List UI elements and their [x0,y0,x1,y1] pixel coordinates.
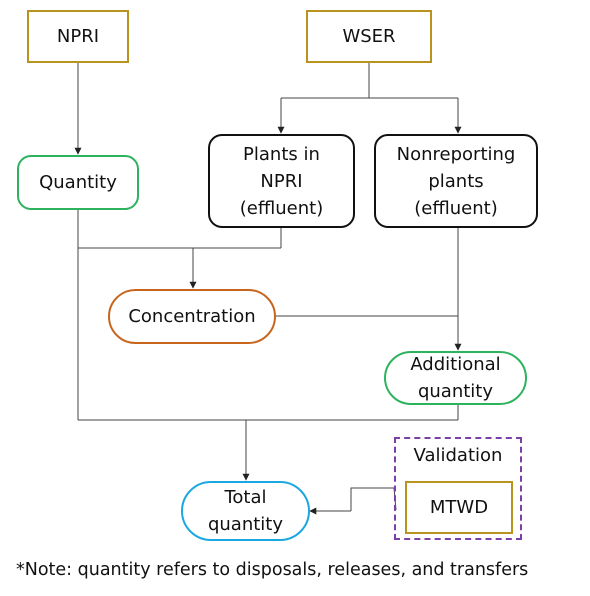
additional-line-2: quantity [417,381,494,402]
nonreporting-line-2: plants [428,170,484,192]
plants-in-npri-line-1: Plants in [243,143,320,165]
mtwd-node: MTWD [405,481,513,534]
nonreporting-line-3: (effluent) [414,197,498,219]
additional-quantity-node: Additional quantity [384,351,527,405]
nonreporting-line-1: Nonreporting [396,143,516,165]
total-line-2: quantity [207,514,284,535]
total-line-1: Total [224,487,267,508]
plants-in-npri-node: Plants in NPRI (effluent) [208,134,355,228]
npri-label: NPRI [56,26,100,47]
concentration-node: Concentration [108,289,276,344]
quantity-node: Quantity [17,155,139,210]
wser-label: WSER [342,26,396,47]
quantity-label: Quantity [39,172,117,193]
plants-in-npri-line-3: (effluent) [239,197,324,219]
validation-title: Validation [413,445,503,466]
nonreporting-plants-node: Nonreporting plants (effluent) [374,134,538,228]
concentration-label: Concentration [128,306,256,327]
npri-node: NPRI [27,10,129,63]
mtwd-label: MTWD [429,497,489,518]
connector-mtwd-up [350,487,397,511]
total-quantity-node: Total quantity [181,481,310,541]
plants-in-npri-line-2: NPRI [260,170,303,192]
additional-line-1: Additional [410,354,501,375]
footnote: *Note: quantity refers to disposals, rel… [16,560,529,580]
validation-group [394,437,522,540]
wser-node: WSER [306,10,432,63]
